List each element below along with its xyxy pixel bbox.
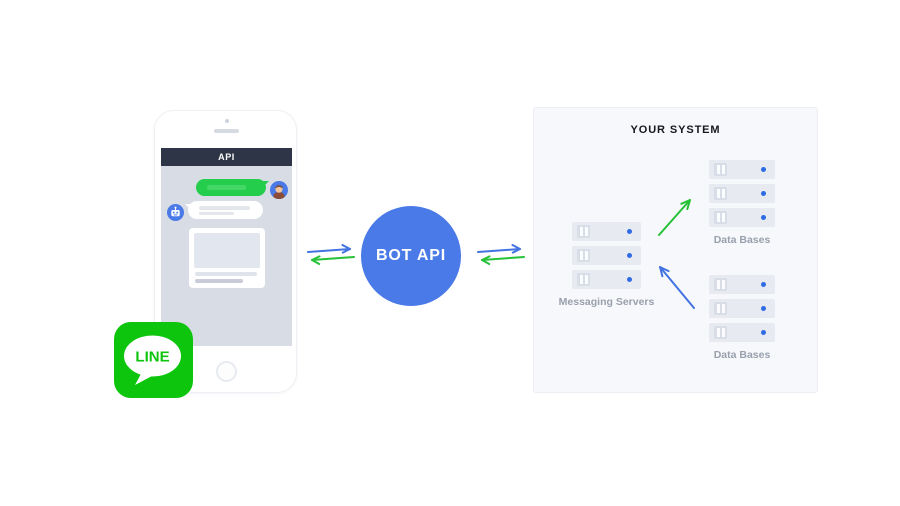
server-bar — [709, 299, 775, 318]
rich-message-card — [189, 228, 265, 288]
databases-bottom-group: Data Bases — [709, 275, 775, 361]
outgoing-message-bubble — [196, 179, 269, 196]
bot-avatar-icon — [167, 204, 184, 221]
server-bar — [709, 160, 775, 179]
line-logo: LINE — [114, 322, 193, 398]
bot-api-node: BOT API — [361, 206, 461, 306]
user-avatar-icon — [270, 181, 288, 199]
server-grip-icon — [714, 187, 727, 200]
phone-camera-dot — [225, 119, 229, 123]
phone-screen: API — [161, 148, 292, 346]
server-grip-icon — [714, 163, 727, 176]
databases-top-group: Data Bases — [709, 160, 775, 246]
phone-home-button — [216, 361, 237, 382]
server-led-dot — [761, 330, 766, 335]
chat-header-bar: API — [161, 148, 292, 166]
message-text-placeholder — [199, 212, 234, 215]
server-grip-icon — [577, 225, 590, 238]
server-grip-icon — [577, 273, 590, 286]
server-bar — [572, 246, 641, 265]
server-led-dot — [761, 191, 766, 196]
chat-header-title: API — [218, 152, 235, 162]
line-logo-text: LINE — [135, 349, 169, 366]
server-grip-icon — [577, 249, 590, 262]
messaging-servers-label: Messaging Servers — [558, 296, 655, 308]
server-bar — [709, 208, 775, 227]
server-led-dot — [761, 306, 766, 311]
server-led-dot — [627, 277, 632, 282]
flow-arrow-green — [658, 199, 691, 236]
flow-arrow-blue — [659, 266, 695, 309]
card-text-placeholder — [195, 272, 257, 276]
server-grip-icon — [714, 278, 727, 291]
server-grip-icon — [714, 302, 727, 315]
server-grip-icon — [714, 211, 727, 224]
server-led-dot — [627, 253, 632, 258]
server-led-dot — [761, 215, 766, 220]
message-text-placeholder — [207, 185, 246, 190]
server-bar — [572, 270, 641, 289]
exchange-arrows-right-icon — [477, 244, 525, 265]
server-led-dot — [627, 229, 632, 234]
card-text-placeholder — [195, 279, 243, 283]
exchange-arrows-left-icon — [307, 244, 355, 265]
server-grip-icon — [714, 326, 727, 339]
server-bar — [709, 323, 775, 342]
server-led-dot — [761, 282, 766, 287]
server-bar — [709, 275, 775, 294]
panel-title: YOUR SYSTEM — [630, 124, 721, 136]
message-text-placeholder — [199, 206, 250, 210]
incoming-message-bubble — [185, 201, 263, 219]
server-led-dot — [761, 167, 766, 172]
line-logo-bubble: LINE — [124, 335, 181, 385]
chat-area — [161, 166, 292, 346]
phone-mockup: API — [154, 110, 297, 393]
bot-api-label: BOT API — [376, 247, 446, 264]
phone-speaker — [214, 129, 239, 133]
databases-bottom-label: Data Bases — [713, 349, 771, 361]
databases-top-label: Data Bases — [713, 234, 771, 246]
server-bar — [709, 184, 775, 203]
server-bar — [572, 222, 641, 241]
your-system-panel: YOUR SYSTEM Messaging Servers — [533, 107, 818, 393]
messaging-servers-group: Messaging Servers — [559, 222, 654, 308]
card-image-placeholder — [194, 233, 260, 268]
